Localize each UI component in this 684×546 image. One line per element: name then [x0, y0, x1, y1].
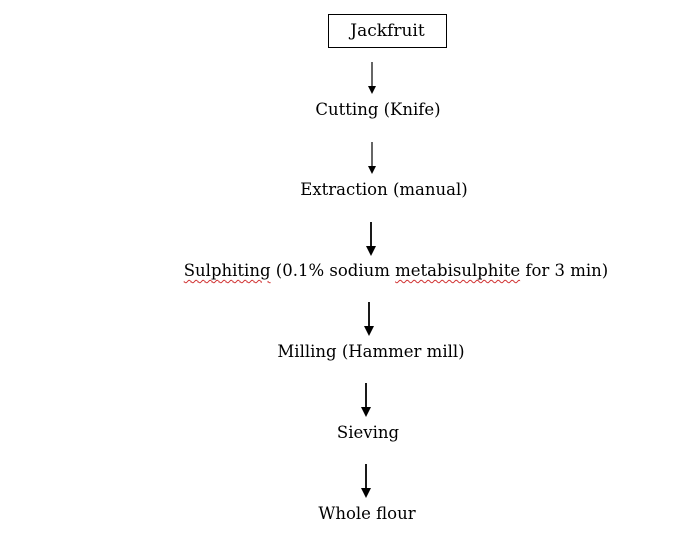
- arrow-down-2: [368, 142, 376, 174]
- arrow-down-4: [364, 302, 374, 336]
- arrow-down-3: [366, 222, 376, 256]
- start-node-jackfruit: Jackfruit: [328, 14, 447, 48]
- step-extraction: Extraction (manual): [300, 180, 468, 199]
- step-sieving: Sieving: [336, 423, 400, 442]
- step-sulphiting: Sulphiting (0.1% sodium metabisulphite f…: [183, 261, 609, 280]
- arrow-down-1: [368, 62, 376, 94]
- metabisulphite-word: metabisulphite: [395, 261, 521, 280]
- step-milling: Milling (Hammer mill): [277, 342, 465, 361]
- sulphiting-word: Sulphiting: [183, 261, 271, 280]
- start-node-label: Jackfruit: [350, 21, 425, 41]
- arrow-down-6: [361, 464, 371, 498]
- step-cutting: Cutting (Knife): [315, 100, 441, 119]
- step-whole-flour: Whole flour: [318, 504, 416, 523]
- arrow-down-5: [361, 383, 371, 417]
